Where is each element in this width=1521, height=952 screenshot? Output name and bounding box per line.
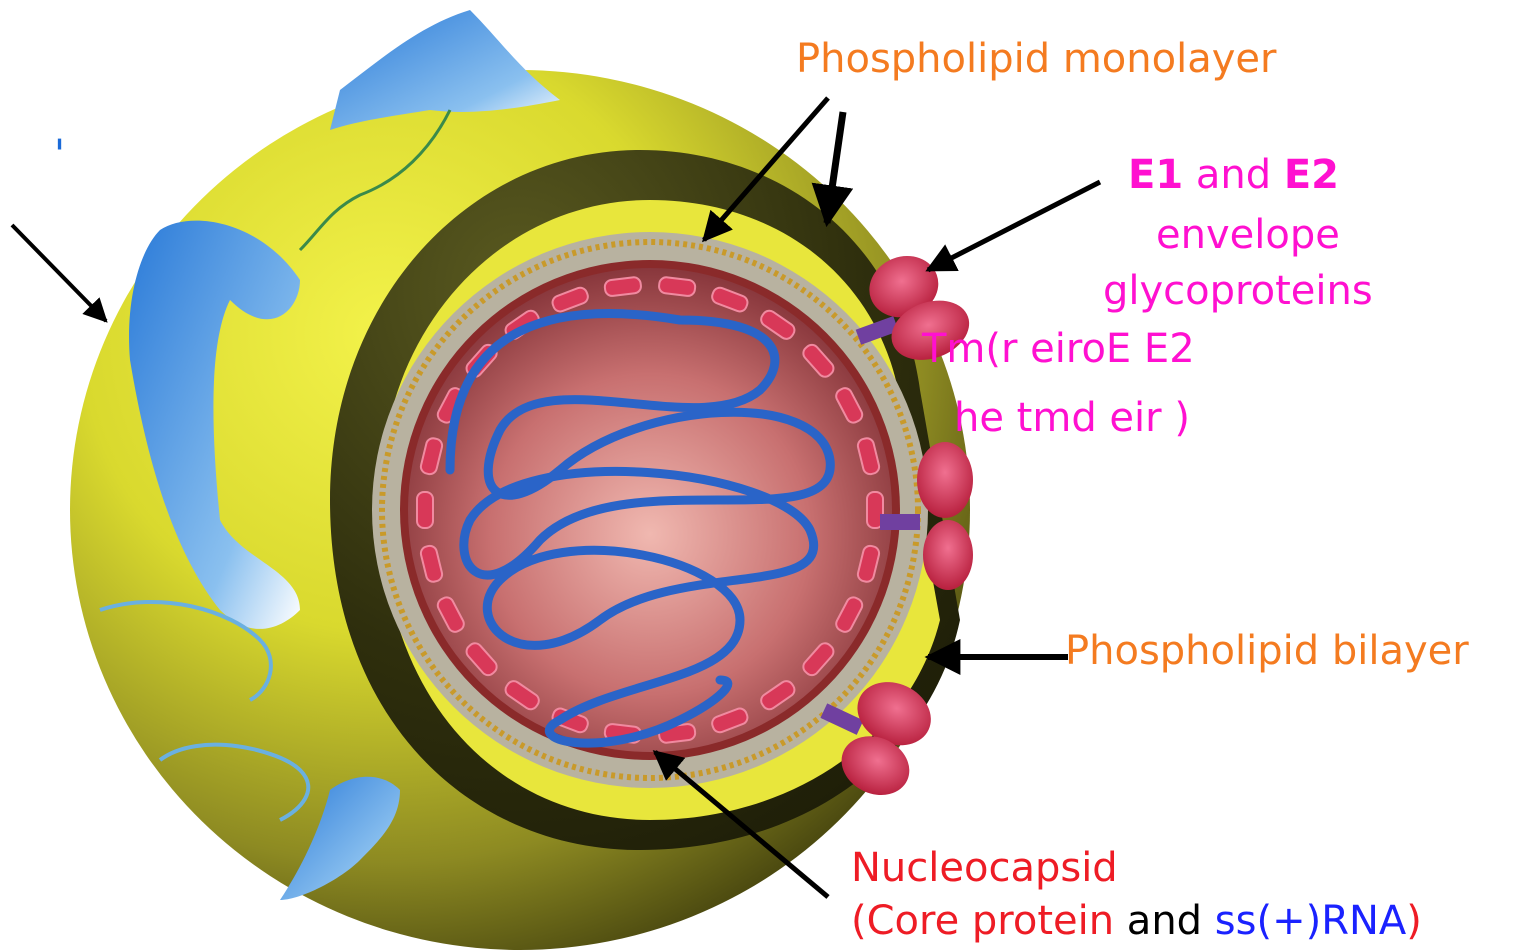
garbled-line-2: he tmd eir ) [954,395,1190,441]
e1-text: E1 [1128,152,1183,198]
e1-e2-label: E1 and E2 [1128,152,1339,198]
tick-mark: ' [54,132,65,178]
nucleocapsid-label: Nucleocapsid [851,845,1118,891]
garbled-line-1: Tm(r eiroE E2 [922,326,1195,372]
bilayer-label: Phospholipid bilayer [1065,628,1469,674]
and-text: and [1196,152,1271,198]
capsomer [604,276,642,296]
close-paren-text: ) [1406,898,1422,944]
e2-text: E2 [1284,152,1339,198]
rna-text: ss(+)RNA [1215,898,1406,944]
monolayer-label: Phospholipid monolayer [796,36,1276,82]
glycoproteins-label: glycoproteins [1103,268,1373,314]
envelope-label: envelope [1156,212,1340,258]
core-and-text: and [1114,898,1215,944]
core-rna-label: (Core protein and ss(+)RNA) [851,898,1422,944]
core-protein-text: (Core protein [851,898,1114,944]
capsomer [417,492,433,528]
capsomer [658,276,696,296]
